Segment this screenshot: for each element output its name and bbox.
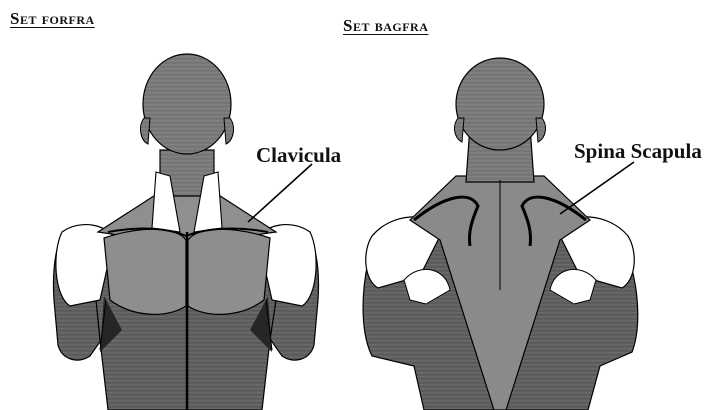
clavicula-label: Clavicula [256,143,341,168]
back-torso [363,58,638,410]
front-torso [54,54,319,410]
spina-scapula-label: Spina Scapula [574,139,702,164]
